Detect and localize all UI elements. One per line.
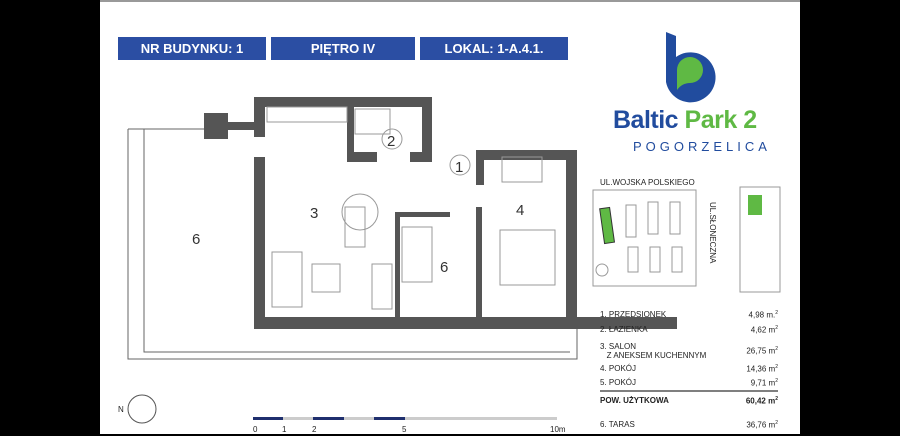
- terrace-label: 6: [192, 231, 200, 248]
- logo-icon: [666, 32, 716, 103]
- room-label-1: 1: [455, 159, 463, 176]
- floor-plan-sheet: NR BUDYNKU: 1 PIĘTRO IV LOKAL: 1-A.4.1. …: [100, 0, 800, 434]
- scale-tick: 1: [282, 425, 287, 434]
- highlighted-building: [599, 206, 616, 245]
- compass-icon: [127, 394, 157, 424]
- unit-tag: LOKAL: 1-A.4.1.: [420, 37, 568, 60]
- room-label-3: 3: [310, 205, 318, 222]
- scale-tick: 2: [312, 425, 317, 434]
- site-map: [592, 189, 697, 287]
- brand-name: Baltic Park 2: [613, 106, 757, 134]
- compass-north-label: N: [118, 405, 124, 414]
- brand-location: POGORZELICA: [633, 139, 771, 154]
- floor-tag: PIĘTRO IV: [271, 37, 415, 60]
- building-key-plan: [739, 186, 781, 293]
- floor-plan: 1 2 3 4 6 6 UL.WOJSKA POLSKIEGO UL.SŁONE…: [118, 97, 781, 434]
- scale-tick: 10m: [550, 425, 566, 434]
- scale-tick: 0: [253, 425, 258, 434]
- unit-highlight: [748, 195, 762, 215]
- room-label-2: 2: [387, 133, 395, 150]
- room-label-4: 4: [516, 202, 524, 219]
- building-number-tag: NR BUDYNKU: 1: [118, 37, 266, 60]
- scale-tick: 5: [402, 425, 407, 434]
- street-top-label: UL.WOJSKA POLSKIEGO: [600, 178, 695, 187]
- room-label-5: 6: [440, 259, 448, 276]
- street-right-label: UL.SŁONECZNA: [708, 202, 717, 264]
